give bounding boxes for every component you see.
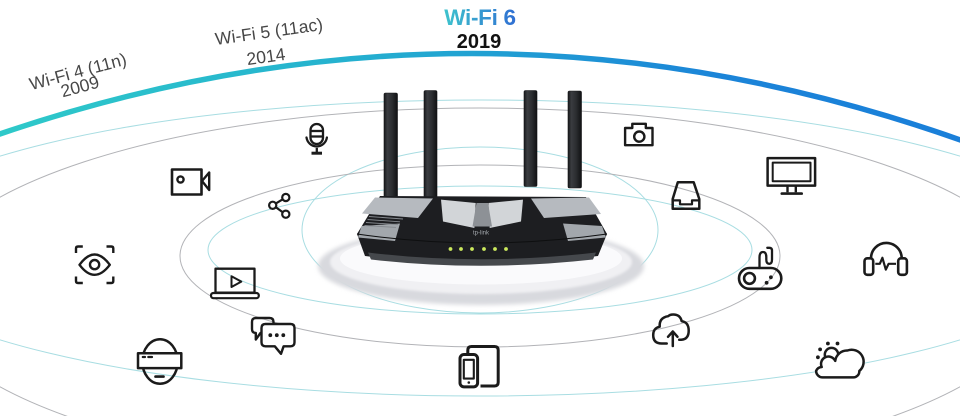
svg-text:2019: 2019 xyxy=(457,31,502,53)
svg-text:Wi-Fi 5 (11ac): Wi-Fi 5 (11ac) xyxy=(214,14,324,49)
svg-text:tp-link: tp-link xyxy=(473,231,490,237)
svg-text:Wi-Fi 6: Wi-Fi 6 xyxy=(444,5,515,30)
